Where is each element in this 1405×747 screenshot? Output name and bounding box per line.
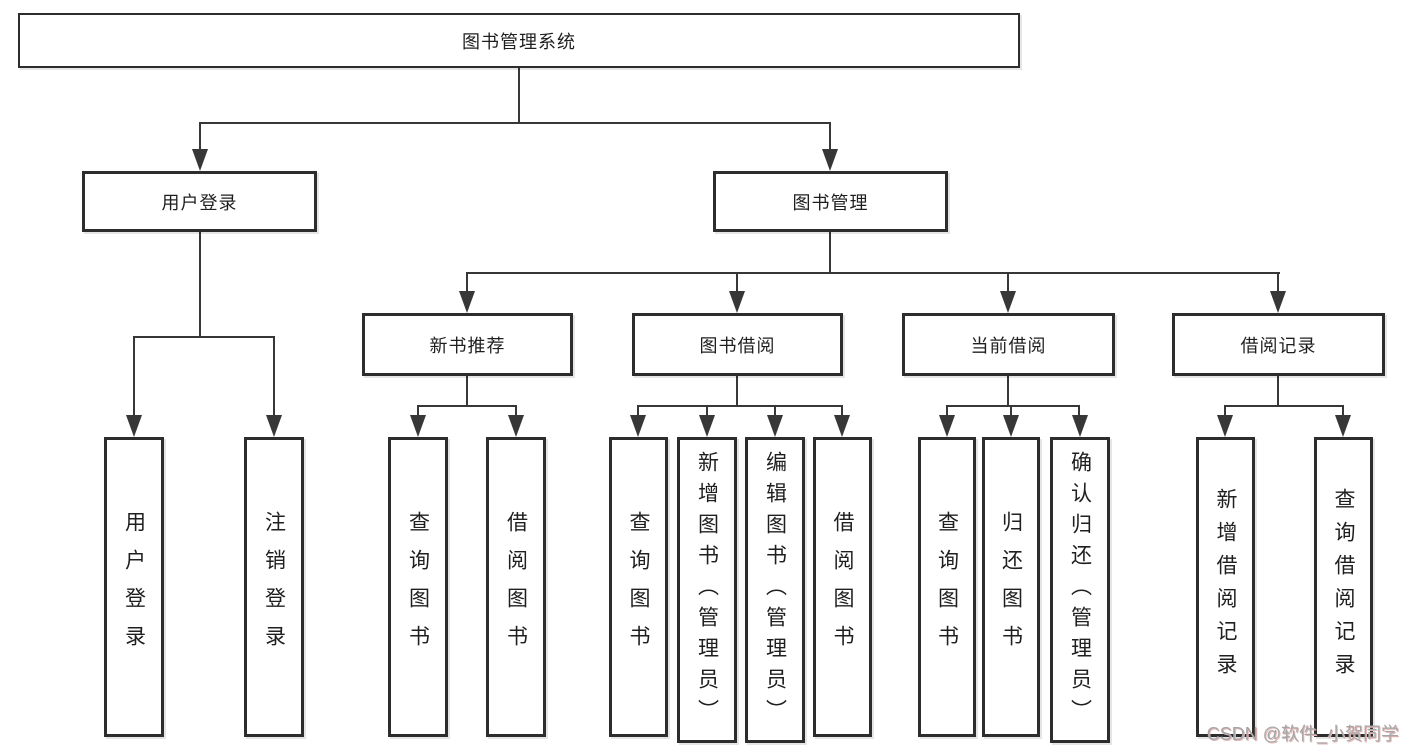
csdn-watermark: CSDN @软件_小贺同学 xyxy=(1206,724,1399,744)
connector-line xyxy=(1078,405,1080,417)
leaf-cb-query-book: 查询图书 xyxy=(918,437,976,737)
leaf-br-add-record-label: 新增借阅记录 xyxy=(1214,488,1237,686)
connector-line xyxy=(637,405,639,417)
node-new-book-recommend-label: 新书推荐 xyxy=(429,335,506,356)
connector-line xyxy=(133,336,275,338)
connector-line xyxy=(1224,405,1226,417)
arrow-down-icon xyxy=(1003,415,1019,437)
connector-line xyxy=(417,405,517,407)
node-book-borrow: 图书借阅 xyxy=(632,313,843,376)
leaf-nr-query-book: 查询图书 xyxy=(388,437,448,737)
arrow-down-icon xyxy=(192,149,208,171)
leaf-logout-label: 注销登录 xyxy=(262,511,286,663)
connector-line xyxy=(1277,376,1279,407)
leaf-cb-return-book-label: 归还图书 xyxy=(999,511,1023,663)
leaf-br-query-record: 查询借阅记录 xyxy=(1314,437,1373,737)
leaf-br-add-record: 新增借阅记录 xyxy=(1196,437,1255,737)
arrow-down-icon xyxy=(939,415,955,437)
leaf-bb-borrow-book-label: 借阅图书 xyxy=(831,511,854,663)
node-borrow-record-label: 借阅记录 xyxy=(1240,335,1317,356)
connector-line xyxy=(466,376,468,407)
leaf-user-login: 用户登录 xyxy=(104,437,164,737)
node-root-label: 图书管理系统 xyxy=(462,31,576,52)
leaf-br-query-record-label: 查询借阅记录 xyxy=(1332,488,1355,686)
node-root: 图书管理系统 xyxy=(18,13,1020,68)
connector-line xyxy=(706,405,708,417)
node-user-login-label: 用户登录 xyxy=(161,192,238,213)
connector-line xyxy=(1007,272,1009,293)
node-new-book-recommend: 新书推荐 xyxy=(362,313,573,376)
arrow-down-icon xyxy=(459,291,475,313)
arrow-down-icon xyxy=(1217,415,1233,437)
connector-line xyxy=(946,405,948,417)
connector-line xyxy=(637,405,843,407)
connector-line xyxy=(133,336,135,417)
leaf-bb-edit-book-label: 编辑图书（管理员） xyxy=(763,450,787,730)
leaf-nr-borrow-book: 借阅图书 xyxy=(486,437,546,737)
arrow-down-icon xyxy=(699,415,715,437)
node-borrow-record: 借阅记录 xyxy=(1172,313,1385,376)
leaf-user-login-label: 用户登录 xyxy=(122,511,146,663)
connector-line xyxy=(1342,405,1344,417)
node-current-borrow-label: 当前借阅 xyxy=(970,335,1047,356)
connector-line xyxy=(774,405,776,417)
leaf-nr-query-book-label: 查询图书 xyxy=(406,511,430,663)
arrow-down-icon xyxy=(822,149,838,171)
arrow-down-icon xyxy=(1270,291,1286,313)
arrow-down-icon xyxy=(266,415,282,437)
leaf-bb-query-book: 查询图书 xyxy=(609,437,668,737)
connector-line xyxy=(1224,405,1344,407)
leaf-bb-borrow-book: 借阅图书 xyxy=(813,437,872,737)
arrow-down-icon xyxy=(729,291,745,313)
node-book-management: 图书管理 xyxy=(713,171,948,232)
leaf-cb-query-book-label: 查询图书 xyxy=(935,511,959,663)
leaf-logout: 注销登录 xyxy=(244,437,304,737)
leaf-cb-confirm-return-label: 确认归还（管理员） xyxy=(1068,450,1092,730)
connector-line xyxy=(736,272,738,293)
connector-line xyxy=(829,232,831,274)
node-current-borrow: 当前借阅 xyxy=(902,313,1115,376)
arrow-down-icon xyxy=(1072,415,1088,437)
node-book-management-label: 图书管理 xyxy=(792,192,869,213)
arrow-down-icon xyxy=(834,415,850,437)
node-user-login: 用户登录 xyxy=(82,171,317,232)
connector-line xyxy=(1010,405,1012,417)
leaf-bb-edit-book: 编辑图书（管理员） xyxy=(745,437,805,743)
connector-line xyxy=(1277,272,1279,293)
leaf-bb-add-book: 新增图书（管理员） xyxy=(677,437,737,743)
arrow-down-icon xyxy=(508,415,524,437)
leaf-bb-query-book-label: 查询图书 xyxy=(627,511,650,663)
arrow-down-icon xyxy=(630,415,646,437)
connector-line xyxy=(518,68,520,123)
connector-line xyxy=(199,232,201,338)
arrow-down-icon xyxy=(1335,415,1351,437)
connector-line xyxy=(829,122,831,151)
arrow-down-icon xyxy=(410,415,426,437)
connector-line xyxy=(199,122,831,124)
arrow-down-icon xyxy=(1000,291,1016,313)
arrow-down-icon xyxy=(767,415,783,437)
connector-line xyxy=(466,272,468,293)
connector-line xyxy=(736,376,738,407)
connector-line xyxy=(466,272,1280,274)
leaf-cb-confirm-return: 确认归还（管理员） xyxy=(1050,437,1110,743)
leaf-cb-return-book: 归还图书 xyxy=(982,437,1040,737)
connector-line xyxy=(417,405,419,417)
arrow-down-icon xyxy=(126,415,142,437)
connector-line xyxy=(841,405,843,417)
leaf-bb-add-book-label: 新增图书（管理员） xyxy=(695,450,719,730)
connector-line xyxy=(199,122,201,151)
connector-line xyxy=(515,405,517,417)
node-book-borrow-label: 图书借阅 xyxy=(699,335,776,356)
connector-line xyxy=(1007,376,1009,407)
connector-line xyxy=(273,336,275,417)
connector-line xyxy=(946,405,1080,407)
leaf-nr-borrow-book-label: 借阅图书 xyxy=(504,511,528,663)
